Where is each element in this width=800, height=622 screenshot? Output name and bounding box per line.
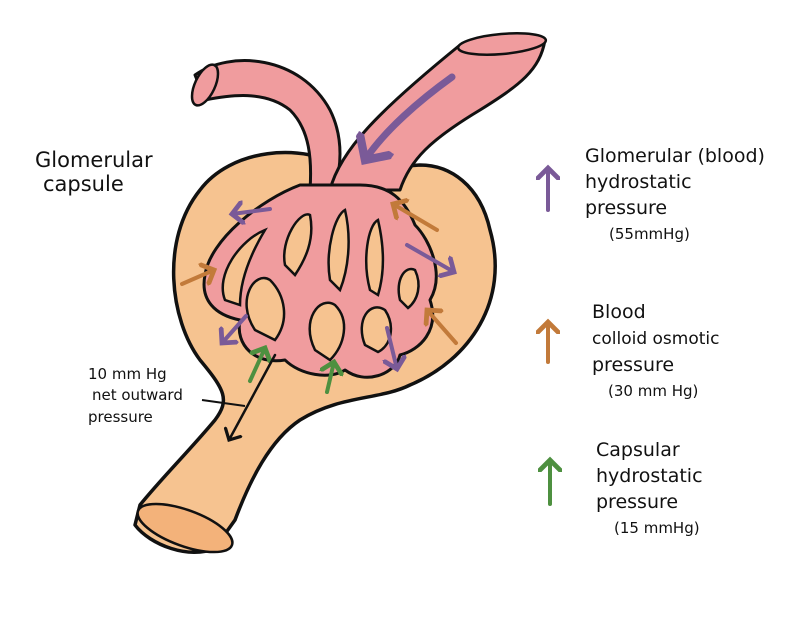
legend-line: colloid osmotic xyxy=(592,328,720,349)
capillary-loop xyxy=(397,267,420,310)
capsular-hydrostatic-arrows xyxy=(248,348,334,394)
glomerular-hydrostatic-arrows xyxy=(222,209,454,369)
capsule-title-line: Glomerular xyxy=(35,148,153,172)
legend-value: (30 mm Hg) xyxy=(608,382,699,401)
legend-line: Blood xyxy=(592,301,646,323)
net-pressure-arrow xyxy=(229,353,277,440)
capsule-title-line: capsule xyxy=(43,172,124,197)
net-pressure-line: net outward xyxy=(92,386,183,405)
tubule-opening xyxy=(136,502,234,554)
legend-line: pressure xyxy=(596,490,679,513)
net-pressure-line: pressure xyxy=(88,407,153,426)
orange-arrow xyxy=(180,270,214,286)
afferent-opening xyxy=(456,32,548,56)
capillary-loop xyxy=(327,208,350,293)
green-arrow xyxy=(327,362,334,394)
purple-arrow xyxy=(232,209,272,214)
orange-arrow xyxy=(393,204,439,232)
legend-value: (55mmHg) xyxy=(609,224,690,243)
capillary-loop xyxy=(360,306,393,354)
capsule-title: Glomerular capsule xyxy=(35,148,153,196)
capillary-loop xyxy=(308,301,346,362)
capillary-loop xyxy=(221,227,268,307)
net-pressure-label: 10 mm Hg net outward pressure xyxy=(88,365,183,426)
purple-arrow xyxy=(405,243,454,272)
purple-arrow xyxy=(222,314,248,343)
colloid-osmotic-arrows xyxy=(180,204,458,345)
capillary-loop xyxy=(282,213,313,277)
legend-line: pressure xyxy=(585,196,668,219)
legend-item-glomerular-hydrostatic: Glomerular (blood) hydrostatic pressure … xyxy=(585,145,765,243)
net-pressure-leader xyxy=(201,399,246,407)
efferent-opening xyxy=(190,63,220,107)
capillary-loop xyxy=(365,218,385,297)
orange-arrow xyxy=(427,310,458,345)
legend-line: Capsular xyxy=(596,439,680,461)
legend-line: Glomerular (blood) xyxy=(585,145,765,167)
glomerulus xyxy=(202,183,438,379)
legend-item-colloid-osmotic: Blood colloid osmotic pressure (30 mm Hg… xyxy=(592,301,720,401)
legend-item-capsular-hydrostatic: Capsular hydrostatic pressure (15 mmHg) xyxy=(596,439,703,537)
purple-arrow xyxy=(387,326,397,369)
legend-line: pressure xyxy=(592,354,675,377)
legend-line: hydrostatic xyxy=(585,170,692,193)
capillary-loop xyxy=(245,276,286,342)
green-arrow xyxy=(248,348,265,383)
net-pressure-value: 10 mm Hg xyxy=(88,365,167,383)
legend-value: (15 mmHg) xyxy=(614,518,700,537)
blood-flow-arrow xyxy=(365,73,456,160)
legend-line: hydrostatic xyxy=(596,464,703,487)
